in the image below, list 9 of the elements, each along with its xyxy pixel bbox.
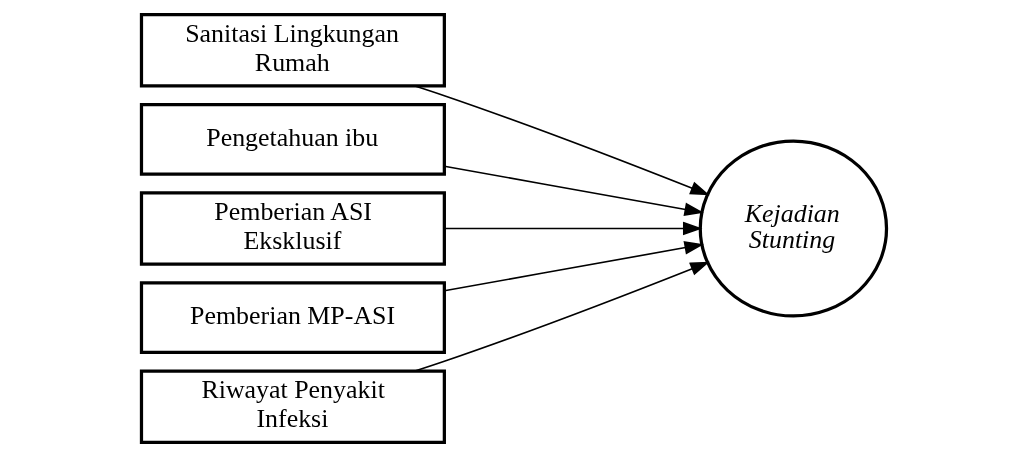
arrow — [443, 240, 704, 292]
node-circle: Kejadian Stunting — [698, 139, 889, 318]
arrow — [443, 165, 704, 217]
node-box: Riwayat Penyakit Infeksi — [139, 369, 446, 444]
node-box: Pemberian MP-ASI — [139, 281, 446, 354]
node-box: Pemberian ASI Eksklusif — [139, 191, 446, 266]
node-box: Sanitasi Lingkungan Rumah — [139, 13, 446, 88]
node-box: Pengetahuan ibu — [139, 102, 446, 176]
arrow — [443, 221, 703, 236]
